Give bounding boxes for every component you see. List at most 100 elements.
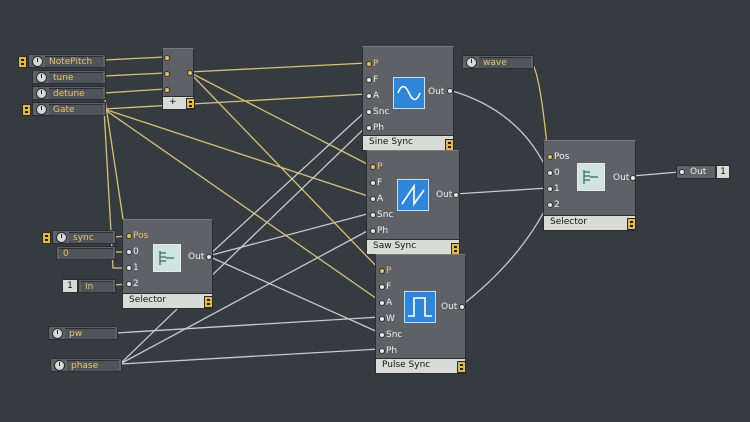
output-module[interactable]: Out [676,165,716,179]
knob-icon[interactable] [36,88,47,99]
pulse-sync-module[interactable]: P F A W Snc Ph Out Pulse Sync [375,254,466,374]
module-menu-button[interactable] [627,218,636,230]
port-1[interactable] [126,265,132,271]
input-port[interactable] [679,169,685,175]
port-1[interactable] [547,186,553,192]
knob-icon[interactable] [32,56,43,67]
port-a[interactable] [379,300,385,306]
knob-icon[interactable] [466,57,477,68]
in-value[interactable]: 1 [62,279,78,293]
gate-label: Gate [49,104,103,115]
port-label: F [386,282,392,292]
knob-icon[interactable] [36,104,47,115]
port-label: 0 [133,247,139,257]
sine-sync-module[interactable]: P F A Snc Ph Out Sine Sync [362,46,454,151]
wire [103,72,166,77]
module-menu-button[interactable] [186,98,195,109]
port-2[interactable] [126,281,132,287]
port-2[interactable] [547,202,553,208]
port-pos[interactable] [547,154,553,160]
port-p[interactable] [366,61,372,67]
port-a[interactable] [370,196,376,202]
selector-switch-icon [153,244,181,272]
wire [207,255,381,334]
port-pos[interactable] [126,233,132,239]
saw-sync-module[interactable]: P F A Snc Ph Out Saw Sync [366,150,460,255]
port-snc[interactable] [379,332,385,338]
input-port[interactable] [164,55,170,61]
output-port[interactable] [459,304,465,310]
port-f[interactable] [379,284,385,290]
phase-label: phase [67,360,119,371]
gate-control[interactable]: Gate [32,102,106,116]
port-0[interactable] [547,170,553,176]
wire [103,93,368,110]
module-menu-button[interactable] [204,296,213,308]
port-w[interactable] [379,316,385,322]
sync-value-field[interactable]: 0 [56,246,116,260]
pw-control[interactable]: pw [48,326,118,340]
selector-left-module[interactable]: Pos 0 1 2 Out Selector [122,219,213,309]
wire [207,212,372,257]
wire [188,71,381,271]
port-label: P [377,162,383,172]
port-label: 0 [554,168,560,178]
wave-control[interactable]: wave [462,55,534,69]
port-label: Pos [554,152,570,162]
out-label: Out [613,173,630,183]
port-ph[interactable] [379,348,385,354]
output-port[interactable] [630,175,636,181]
knob-icon[interactable] [56,232,67,243]
sine-title: Sine Sync [369,137,414,147]
output-channel[interactable]: 1 [716,165,730,179]
port-f[interactable] [370,180,376,186]
port-label: 2 [554,200,560,210]
detune-control[interactable]: detune [32,86,106,100]
selector-right-title: Selector [550,217,587,227]
output-port[interactable] [447,88,453,94]
knob-icon[interactable] [54,360,65,371]
wire [631,171,680,177]
port-a[interactable] [366,93,372,99]
in-control[interactable]: In [78,279,116,293]
knob-icon[interactable] [36,72,47,83]
selector-right-module[interactable]: Pos 0 1 2 Out Selector [543,140,636,231]
wire [188,71,372,167]
module-menu-button[interactable] [457,361,466,373]
selector-switch-icon [577,163,605,191]
input-port[interactable] [164,87,170,93]
port-ph[interactable] [370,228,376,234]
output-port[interactable] [187,70,193,76]
port-label: F [377,178,383,188]
port-label: P [386,266,392,276]
adder-label: + [169,97,177,107]
tune-control[interactable]: tune [32,70,106,84]
port-0[interactable] [126,249,132,255]
port-f[interactable] [366,77,372,83]
sync-control[interactable]: sync [52,230,116,244]
adder-module[interactable]: + [162,48,195,110]
port-label: Ph [386,346,398,356]
input-port[interactable] [164,71,170,77]
saw-footer: Saw Sync [367,239,459,254]
knob-icon[interactable] [52,328,63,339]
port-snc[interactable] [370,212,376,218]
port-label: Snc [377,210,394,220]
sync-value: 0 [59,248,113,259]
notepitch-control[interactable]: NotePitch [28,54,106,68]
module-menu-button[interactable] [42,232,51,244]
selector-right-footer: Selector [544,215,635,230]
module-menu-button[interactable] [18,56,27,68]
output-port[interactable] [453,192,459,198]
module-menu-button[interactable] [22,104,31,116]
phase-control[interactable]: phase [50,358,122,372]
output-port[interactable] [206,254,212,260]
port-p[interactable] [370,164,376,170]
saw-title: Saw Sync [373,241,417,251]
port-ph[interactable] [366,125,372,131]
port-p[interactable] [379,268,385,274]
port-label: A [386,298,393,308]
port-snc[interactable] [366,109,372,115]
sine-wave-icon [393,77,425,109]
